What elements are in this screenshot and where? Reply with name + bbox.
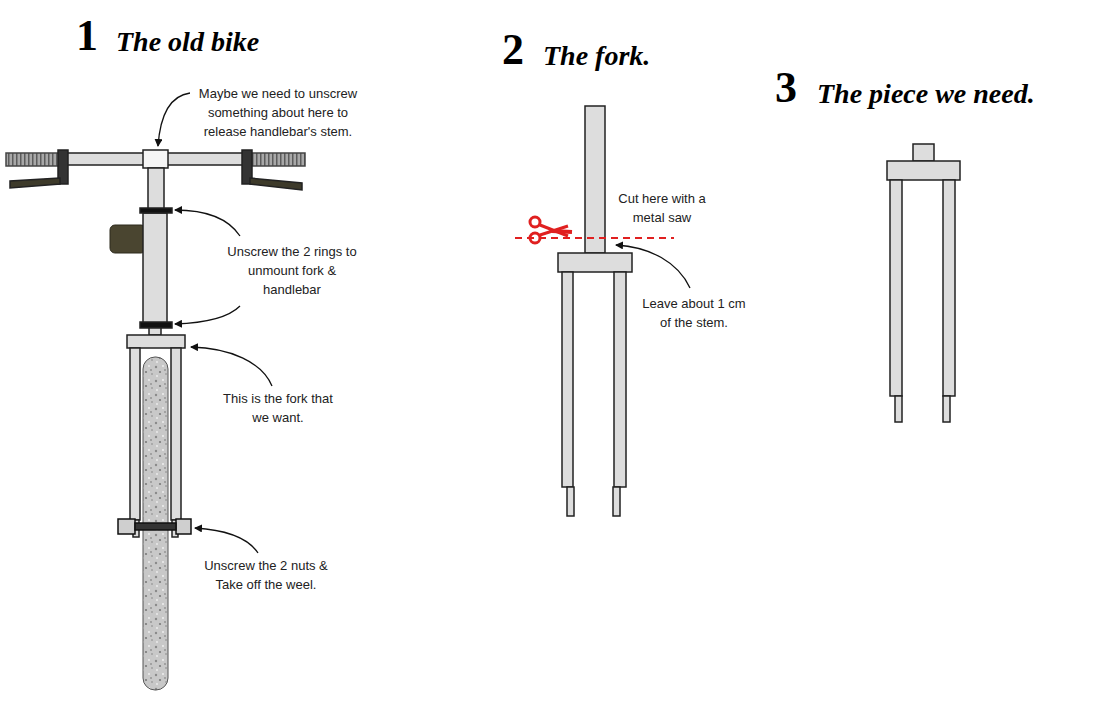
handlebar xyxy=(143,150,168,168)
leader-arrows xyxy=(158,93,190,146)
handlebar xyxy=(10,178,60,188)
head-tube xyxy=(143,213,167,323)
stem xyxy=(148,168,164,209)
fork-cut xyxy=(558,106,632,516)
fork-cut xyxy=(614,272,626,487)
scissors-icon xyxy=(530,217,540,227)
fork-cut xyxy=(585,106,605,253)
annotation-note: This is the fork that we want. xyxy=(222,389,334,427)
fork-cut xyxy=(613,487,620,516)
fork xyxy=(171,348,181,520)
fork-cut xyxy=(558,253,632,272)
annotation-note: Leave about 1 cm of the stem. xyxy=(636,294,752,332)
reflector xyxy=(110,225,146,253)
axle-nuts xyxy=(135,523,176,530)
fork-piece xyxy=(943,396,950,422)
fork-piece xyxy=(895,396,902,422)
leader-arrows xyxy=(195,528,258,553)
panel-title: The fork. xyxy=(543,41,650,72)
fork-piece xyxy=(943,180,955,396)
leader-arrows xyxy=(175,306,240,324)
head-tube xyxy=(149,328,161,335)
handlebar xyxy=(250,153,305,166)
panel-number: 3 xyxy=(775,66,797,110)
fork-cut xyxy=(562,272,573,487)
handlebar xyxy=(250,178,302,190)
panel-title: The old bike xyxy=(116,27,259,58)
leader-arrows xyxy=(616,245,690,288)
fork-cut xyxy=(567,487,574,516)
scissors-icon xyxy=(530,217,572,243)
leader-arrows xyxy=(616,245,690,288)
axle-nuts xyxy=(176,519,191,534)
stem xyxy=(148,168,164,209)
panel-number: 2 xyxy=(502,28,524,72)
panel-title: The piece we need. xyxy=(817,79,1035,110)
head-tube xyxy=(140,208,172,335)
reflector xyxy=(110,225,146,253)
leader-arrows xyxy=(191,347,272,386)
fork-piece xyxy=(887,161,960,180)
leader-arrows xyxy=(158,93,272,553)
scissors-icon xyxy=(552,231,572,232)
leader-arrows xyxy=(175,210,240,236)
fork xyxy=(130,348,140,520)
annotation-note: Cut here with a metal saw xyxy=(614,189,710,227)
fork-piece xyxy=(890,180,902,396)
head-tube xyxy=(140,208,172,213)
axle-nuts xyxy=(118,519,135,534)
axle-nuts xyxy=(118,519,191,534)
fork xyxy=(127,335,185,348)
fork-piece xyxy=(913,144,934,161)
annotation-note: Unscrew the 2 rings to unmount fork & ha… xyxy=(220,242,364,299)
scissors-icon xyxy=(530,233,540,243)
handlebar xyxy=(6,153,60,166)
head-tube xyxy=(140,322,172,328)
annotation-note: Unscrew the 2 nuts & Take off the weel. xyxy=(198,556,334,594)
panel-number: 1 xyxy=(76,14,98,58)
fork xyxy=(127,335,185,537)
fork-piece xyxy=(887,144,960,422)
annotation-note: Maybe we need to unscrew something about… xyxy=(192,84,364,141)
